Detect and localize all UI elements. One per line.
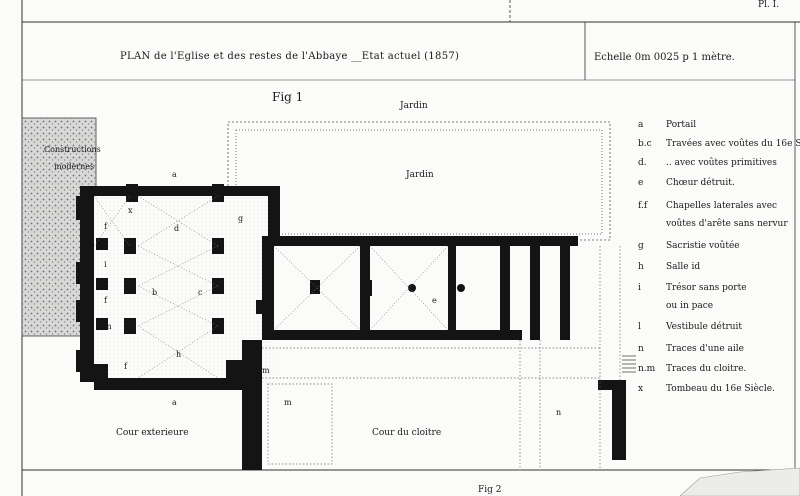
letter-a-top: a [172, 170, 177, 179]
letter-f-1: f [104, 222, 107, 231]
label-jardin-top: Jardin [400, 101, 428, 111]
letter-b: b [152, 288, 158, 297]
round-piers [408, 284, 465, 292]
letter-g: g [238, 214, 244, 223]
letter-e: e [432, 296, 437, 305]
garden-outline [227, 121, 611, 241]
sheet-corner [679, 467, 800, 496]
plan-title: PLAN de l'Eglise et des restes de l'Abba… [120, 51, 460, 62]
label-constructions: Constructions [44, 145, 101, 154]
label-modernes: modernes [54, 162, 95, 171]
label-jardin-inner: Jardin [406, 170, 434, 180]
letter-h: h [176, 350, 182, 359]
cloister-traces [262, 246, 621, 470]
letter-n: n [556, 408, 562, 417]
label-cour-exterieure: Cour exterieure [116, 428, 189, 438]
figure-label-2: Fig 2 [478, 485, 502, 495]
letter-i: i [104, 260, 107, 269]
letter-f-2: f [104, 296, 107, 305]
scale-note: Echelle 0m 0025 p 1 mètre. [594, 52, 735, 63]
figure-label: Fig 1 [272, 90, 304, 104]
label-cour-cloitre: Cour du cloitre [372, 428, 442, 438]
sheet-frame [21, 0, 800, 496]
letter-d: d [174, 224, 180, 233]
letter-m-3: m [104, 322, 112, 331]
plate-reference: Pl. I. [758, 0, 780, 10]
letter-m-1: m [284, 398, 292, 407]
vault-lines [93, 195, 449, 379]
letter-f-3: f [124, 362, 127, 371]
letter-m-2: m [262, 366, 270, 375]
letter-c: c [198, 288, 203, 297]
letter-a-bottom: a [172, 398, 177, 407]
stair-hatch [622, 355, 636, 373]
church-walls [76, 184, 626, 470]
letter-x: x [128, 206, 133, 215]
